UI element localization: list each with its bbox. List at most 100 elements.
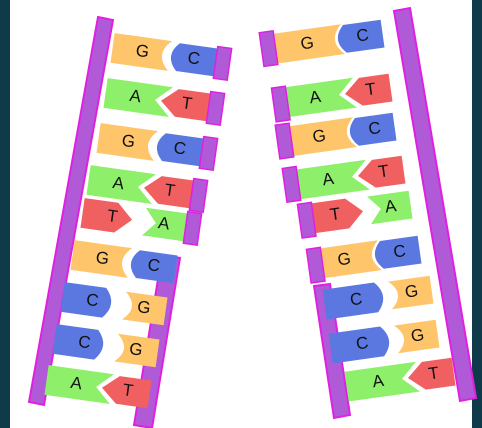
left-frame-edge [0,0,10,428]
base-c-shape [52,324,104,360]
right-backbone-bar [392,6,478,403]
base-label: C [367,118,382,139]
base-g-shape [122,291,168,326]
base-t-shape [358,155,406,188]
base-a-shape [44,365,115,404]
base-g-shape [394,319,440,354]
base-g-shape [70,240,133,278]
backbone-segment [258,29,279,68]
base-label: C [147,255,162,276]
base-label: A [128,86,143,106]
backbone-segment [182,210,203,247]
base-c-shape [130,250,178,284]
backbone-segment [198,135,219,172]
base-g-shape [110,33,173,71]
base-label: T [377,161,390,181]
left-backbone-bar [27,15,115,407]
base-g-shape [273,24,346,64]
base-a-shape [367,190,413,225]
backbone-segment [305,246,326,284]
backbone-segment [212,45,233,82]
base-a-shape [103,78,174,117]
base-a-shape [86,165,157,204]
base-label: C [355,333,370,354]
base-label: T [364,79,377,99]
base-label: A [384,196,399,216]
base-label: G [136,297,152,318]
base-t-shape [301,198,364,235]
base-label: C [355,25,370,46]
base-label: A [321,169,336,189]
base-label: A [308,87,323,107]
base-a-shape [142,207,188,242]
base-label: T [106,206,119,226]
base-label: A [69,373,84,393]
base-c-shape [374,235,422,269]
base-label: G [336,249,352,270]
base-label: G [410,325,426,346]
base-t-shape [161,89,211,122]
base-label: C [392,241,407,262]
base-label: G [299,33,315,54]
backbone-segment [274,122,295,160]
base-c-shape [156,133,204,167]
backbone-segment [205,90,226,127]
base-g-shape [96,123,159,161]
base-a-shape [344,361,420,402]
base-label: T [180,93,193,113]
base-t-shape [345,73,393,106]
base-label: C [349,289,364,310]
base-label: C [187,48,202,69]
base-label: C [85,290,100,311]
base-label: T [427,363,440,383]
base-label: T [121,380,134,400]
backbone-segment [270,85,291,123]
base-t-shape [144,176,194,209]
base-t-shape [102,376,152,409]
backbone-segment [188,177,209,214]
base-label: A [371,371,386,391]
base-g-shape [388,275,434,310]
base-label: G [128,339,144,360]
base-label: G [404,281,420,302]
base-label: G [311,126,327,147]
base-c-shape [322,282,384,320]
base-label: G [95,248,111,269]
base-c-shape [328,326,390,364]
base-label: G [135,41,151,62]
base-g-shape [114,333,160,368]
base-t-shape [80,198,133,233]
base-label: C [173,138,188,159]
base-label: G [121,131,137,152]
base-c-shape [60,282,112,318]
base-g-shape [285,117,358,157]
backbone-segment [296,201,317,239]
base-c-shape [349,112,397,146]
base-a-shape [294,159,370,200]
base-a-shape [281,77,357,118]
base-c-shape [170,43,218,77]
base-label: T [163,180,176,200]
base-label: A [111,173,126,193]
backbone-segment [281,165,302,203]
base-label: A [157,213,172,233]
